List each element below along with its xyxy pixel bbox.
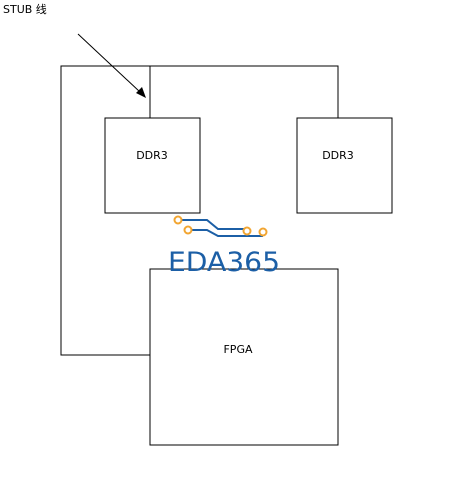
ddr3-left-block: DDR3 xyxy=(104,117,201,214)
stub-pointer-arrow xyxy=(77,33,146,98)
pcb-trace-icon xyxy=(173,215,268,237)
connection-lines xyxy=(60,65,339,356)
ddr3-left-label: DDR3 xyxy=(136,149,168,162)
fpga-label: FPGA xyxy=(223,343,252,356)
logo-text: EDA365 xyxy=(168,247,280,278)
ddr3-right-label: DDR3 xyxy=(322,149,354,162)
ddr3-right-block: DDR3 xyxy=(296,117,393,214)
stub-annotation-label: STUB 线 xyxy=(3,2,47,16)
eda365-logo: EDA365 xyxy=(168,215,280,278)
outer-bus-line xyxy=(60,65,339,356)
fpga-block: FPGA xyxy=(149,268,339,446)
